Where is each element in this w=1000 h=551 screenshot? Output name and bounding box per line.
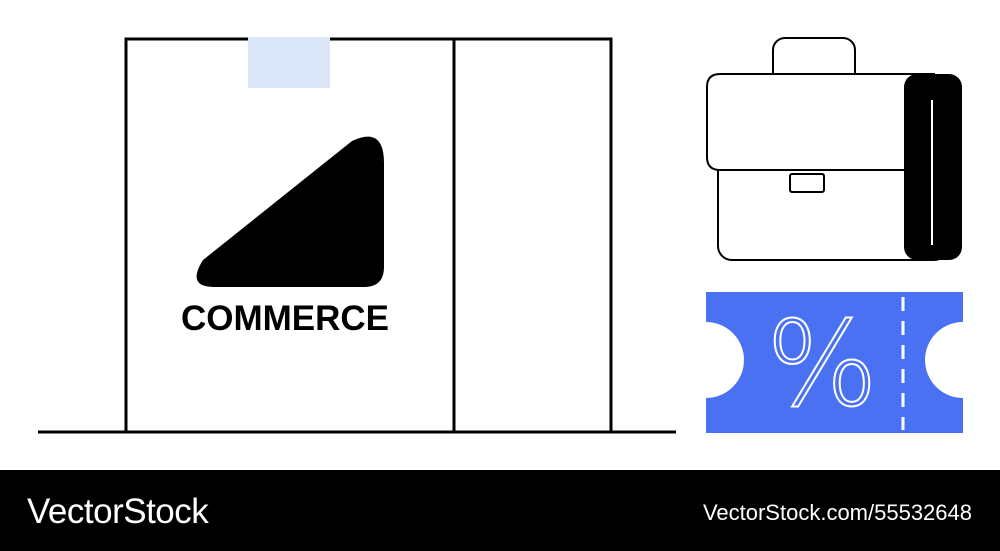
logo-triangle (196, 136, 384, 287)
illustration: COMMERCE % (38, 37, 963, 434)
brand-logo[interactable]: VectorStock (27, 492, 209, 531)
percent-symbol: % (766, 295, 878, 433)
watermark-footer: VectorStock VectorStock.com/55532648 (0, 470, 1000, 551)
image-url: VectorStock.com/55532648 (702, 500, 972, 525)
tape-strip (248, 37, 330, 88)
discount-coupon-icon: % (706, 292, 963, 434)
briefcase-icon (706, 37, 962, 261)
shopping-bag-icon: COMMERCE (124, 37, 613, 434)
box-label: COMMERCE (181, 299, 389, 338)
